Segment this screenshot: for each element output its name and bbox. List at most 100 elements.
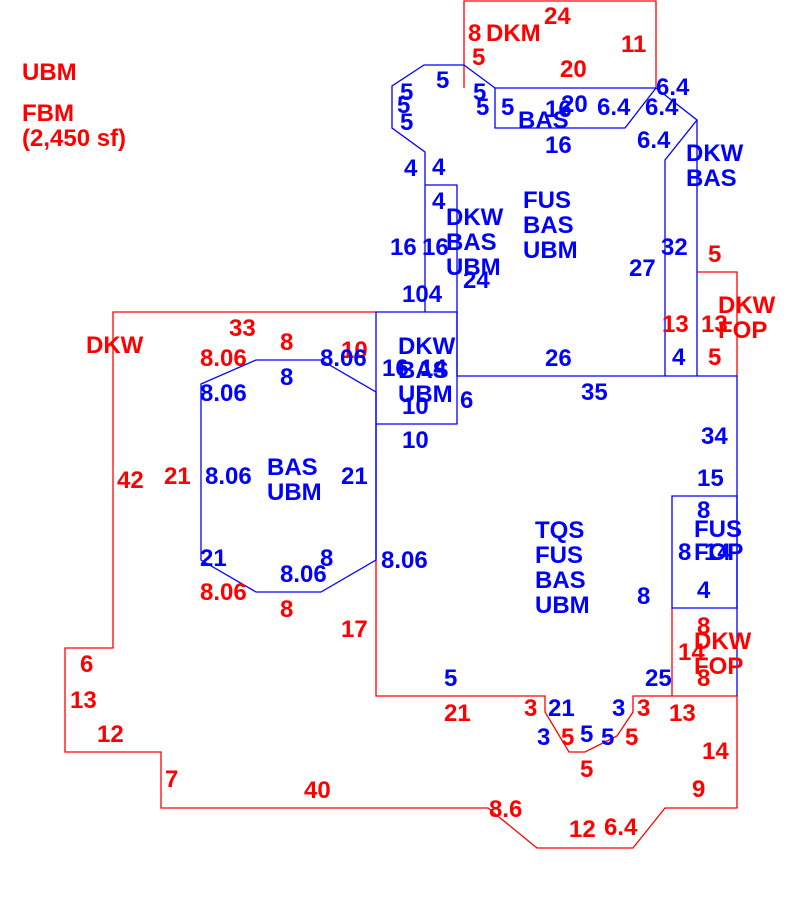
- dim-label: 16: [390, 234, 417, 261]
- dim-label: 20: [561, 91, 588, 118]
- dim-label: 5: [561, 724, 574, 751]
- area-label-tqs-1: TQS: [535, 517, 584, 544]
- area-label-dkm: DKM: [486, 20, 541, 47]
- area-label-dkw-bas-ubm-lower-2: BAS: [398, 357, 449, 384]
- dim-label: 32: [661, 234, 688, 261]
- dim-label: 6.4: [604, 814, 638, 841]
- area-label-dkw-fop-upper-1: DKW: [718, 292, 776, 319]
- dim-label: 8.06: [200, 380, 247, 407]
- dim-label: 24: [463, 267, 490, 294]
- dim-label: 3: [524, 695, 537, 722]
- dim-label: 5: [436, 67, 449, 94]
- dim-label: 8: [280, 364, 293, 391]
- dim-label: 5: [708, 344, 721, 371]
- dim-label: 8: [697, 613, 710, 640]
- dim-label: 13: [701, 311, 728, 338]
- area-label-dkw-bas-ubm-lower-3: UBM: [398, 381, 453, 408]
- dim-label: 34: [701, 423, 728, 450]
- dim-label: 8.06: [205, 463, 252, 490]
- dim-label: 6: [80, 651, 93, 678]
- dim-label: 4: [672, 344, 686, 371]
- area-label-dkw-fop-upper-2: FOP: [718, 317, 767, 344]
- dim-label: 21: [548, 695, 575, 722]
- dim-label: 14: [702, 738, 729, 765]
- dkw-deck-outline: [64, 311, 738, 849]
- dim-label: 6.4: [656, 74, 690, 101]
- dim-label: 16: [545, 96, 572, 123]
- dim-label: 8: [280, 596, 293, 623]
- exterior-outlines: [64, 0, 738, 849]
- dim-label: 5: [400, 79, 413, 106]
- dim-label: 10: [341, 337, 368, 364]
- dim-label: 8.06: [200, 345, 247, 372]
- area-label-dkw-bas-ubm-upper-1: DKW: [446, 204, 504, 231]
- dim-label: 13: [669, 700, 696, 727]
- dim-label: 104: [402, 281, 443, 308]
- dim-label: 21: [164, 463, 191, 490]
- dim-label: 6: [460, 387, 473, 414]
- area-label-dkw-bas-ubm-upper-2: BAS: [446, 229, 497, 256]
- legend-line-1: UBM: [22, 59, 77, 86]
- dkm-outline: [463, 0, 657, 88]
- area-label-bas-ubm-1: BAS: [267, 454, 318, 481]
- dim-label: 9: [692, 776, 705, 803]
- area-label-dkw-bas-ubm-upper-3: UBM: [446, 254, 501, 281]
- dim-label: 11: [621, 31, 646, 58]
- dim-label: 5: [601, 724, 614, 751]
- dim-label: 10: [402, 427, 429, 454]
- dim-label: 8.06: [320, 345, 367, 372]
- dim-label: 5: [625, 724, 638, 751]
- area-label-bas-top: BAS: [518, 107, 569, 134]
- dim-label: 8: [637, 583, 650, 610]
- dim-label: 8: [697, 497, 710, 524]
- dim-label: 5: [580, 721, 593, 748]
- area-label-fus-fop-1: FUS: [694, 516, 742, 543]
- dim-label: 6.4: [645, 94, 679, 121]
- dim-label: 16: [545, 132, 572, 159]
- area-label-dkw-fop-lower-1: DKW: [694, 628, 752, 655]
- legend-line-2: FBM: [22, 100, 74, 127]
- dim-label: 14: [678, 639, 705, 666]
- dim-label: 8: [678, 539, 691, 566]
- dkw-fop-upper-outline: [697, 271, 738, 376]
- area-label-fus-fop-2: FOP: [694, 539, 743, 566]
- dim-label: 16: [422, 234, 449, 261]
- dim-label: 5: [472, 44, 485, 71]
- dim-label: 12: [97, 721, 124, 748]
- dim-label: 8: [320, 545, 333, 572]
- legend-line-3: (2,450 sf): [22, 125, 126, 152]
- area-label-bas-ubm-2: UBM: [267, 479, 322, 506]
- legend: UBM FBM (2,450 sf): [22, 59, 126, 152]
- dim-label: 25: [645, 665, 672, 692]
- dim-label: 42: [117, 467, 144, 494]
- dim-label: 13: [70, 687, 97, 714]
- dim-label: 5: [444, 665, 457, 692]
- interior-outlines: [200, 64, 738, 696]
- dim-label: 15: [697, 465, 724, 492]
- dim-label: 3: [537, 724, 550, 751]
- dim-label: 4: [432, 154, 446, 181]
- dim-label: 35: [581, 379, 608, 406]
- area-label-dkw-bas-right-1: DKW: [686, 140, 744, 167]
- upper-octagon-outline: [391, 64, 698, 376]
- dim-label: 4: [404, 155, 418, 182]
- dim-label: 5: [476, 94, 489, 121]
- dim-label: 21: [200, 545, 227, 572]
- area-label-tqs-3: BAS: [535, 567, 586, 594]
- dim-label: 4: [697, 577, 711, 604]
- dim-label: 8.06: [280, 561, 327, 588]
- dim-label: 3: [637, 695, 650, 722]
- dim-label: 20: [560, 56, 587, 83]
- dim-label: 16: [382, 355, 409, 382]
- area-label-tqs-4: UBM: [535, 592, 590, 619]
- dim-label: 8.06: [381, 547, 428, 574]
- dim-label: 12: [569, 816, 596, 843]
- dkw-bas-ubm-lower-outline: [375, 311, 458, 425]
- dim-label: 5: [397, 92, 410, 119]
- dim-label: 5: [473, 79, 486, 106]
- area-label-dkw-left: DKW: [86, 332, 144, 359]
- dim-label: 8.6: [489, 796, 522, 823]
- dim-label: 3: [612, 695, 625, 722]
- dim-label: 33: [229, 315, 256, 342]
